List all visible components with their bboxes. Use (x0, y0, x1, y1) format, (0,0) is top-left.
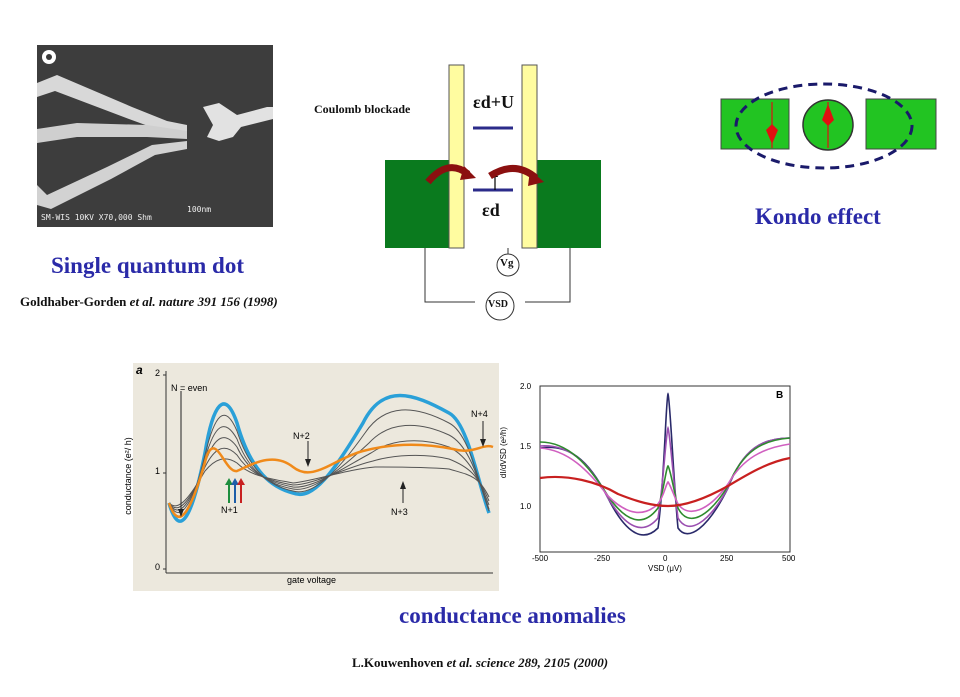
gate-voltage-plot: a 2 1 0 conductance (e²/ h) gate voltage… (123, 363, 499, 591)
lower-level-label: εd (482, 200, 500, 220)
curve-purple (539, 425, 791, 529)
bottom-ref-etal: et al. (446, 655, 473, 670)
single-dot-title: Single quantum dot (51, 253, 245, 278)
kondo-cloud (734, 82, 914, 170)
single-dot-ref-etal: et al. (129, 294, 156, 309)
bias-voltage-plot: B 2.0 1.5 1.0 dI/dVSD (e²/h) -500 -250 0… (499, 378, 800, 578)
kondo-left-lead (720, 98, 790, 150)
sem-scalebar-text: 100nm (187, 205, 212, 214)
right-ytick-1: 1.5 (520, 442, 532, 451)
bottom-ref-journal: science 289, 2105 (2000) (475, 655, 609, 670)
kondo-title: Kondo effect (755, 204, 881, 229)
upper-level-label: εd+U (473, 92, 514, 112)
curve-family (168, 409, 490, 517)
right-xtick-0: -500 (532, 554, 549, 563)
sem-micrograph: 100nm SM-WIS 10KV X70,000 Shm (37, 45, 273, 227)
vg-source (496, 253, 520, 277)
left-ytick-2: 2 (155, 368, 161, 378)
dot-spin-up-icon (822, 104, 834, 126)
single-dot-ref-journal: nature 391 156 (1998) (158, 294, 278, 309)
left-ylabel: conductance (e²/ h) (122, 437, 133, 515)
ann-n1: N+1 (221, 505, 238, 515)
left-xlabel: gate voltage (287, 575, 337, 585)
right-xtick-3: 250 (720, 554, 734, 563)
left-barrier (448, 64, 465, 249)
curve-red (539, 456, 791, 508)
curve-pink (539, 443, 791, 514)
curve-orange (167, 443, 494, 518)
right-lead (535, 160, 601, 248)
ann-n4: N+4 (471, 409, 488, 419)
vg-label: Vg (500, 257, 514, 269)
sem-scalebar: 100nm (187, 205, 211, 214)
right-barrier (521, 64, 538, 249)
vsd-label: VSD (488, 299, 509, 310)
right-plot-panel-label: B (776, 390, 784, 401)
ann-n-even: N = even (171, 383, 208, 393)
lead-spin-down-icon (766, 124, 778, 144)
kondo-diagram (718, 80, 940, 175)
vsd-source (485, 291, 515, 321)
n1-arrows (225, 478, 245, 503)
left-ytick-1: 1 (155, 466, 161, 476)
ann-n2: N+2 (293, 431, 310, 441)
sem-footer-text: SM-WIS 10KV X70,000 Shm (41, 213, 152, 222)
coulomb-blockade-label: Coulomb blockade (314, 102, 411, 116)
right-ytick-2: 2.0 (520, 382, 532, 391)
single-dot-ref-authors: Goldhaber-Gorden (20, 294, 127, 309)
right-xtick-4: 500 (782, 554, 796, 563)
dot-schematic: Coulomb blockade εd+U εd Vg VSD (310, 60, 610, 325)
right-xtick-1: -250 (594, 554, 611, 563)
right-ylabel: dI/dVSD (e²/h) (499, 426, 509, 479)
bottom-ref-authors: L.Kouwenhoven (352, 655, 444, 670)
right-ytick-0: 1.0 (520, 502, 532, 511)
left-lead (385, 160, 455, 248)
right-xlabel: VSD (μV) (648, 564, 682, 573)
left-plot-panel-label: a (136, 363, 143, 377)
right-xtick-2: 0 (663, 554, 668, 563)
conductance-title: conductance anomalies (399, 603, 626, 628)
single-dot-reference: Goldhaber-Gorden et al. nature 391 156 (… (20, 294, 278, 310)
left-ytick-0: 0 (155, 562, 161, 572)
ann-n3: N+3 (391, 507, 408, 517)
curve-dark (539, 392, 791, 536)
sem-footer: SM-WIS 10KV X70,000 Shm (41, 213, 152, 222)
curve-envelope (167, 393, 491, 523)
bottom-reference: L.Kouwenhoven et al. science 289, 2105 (… (352, 655, 608, 671)
